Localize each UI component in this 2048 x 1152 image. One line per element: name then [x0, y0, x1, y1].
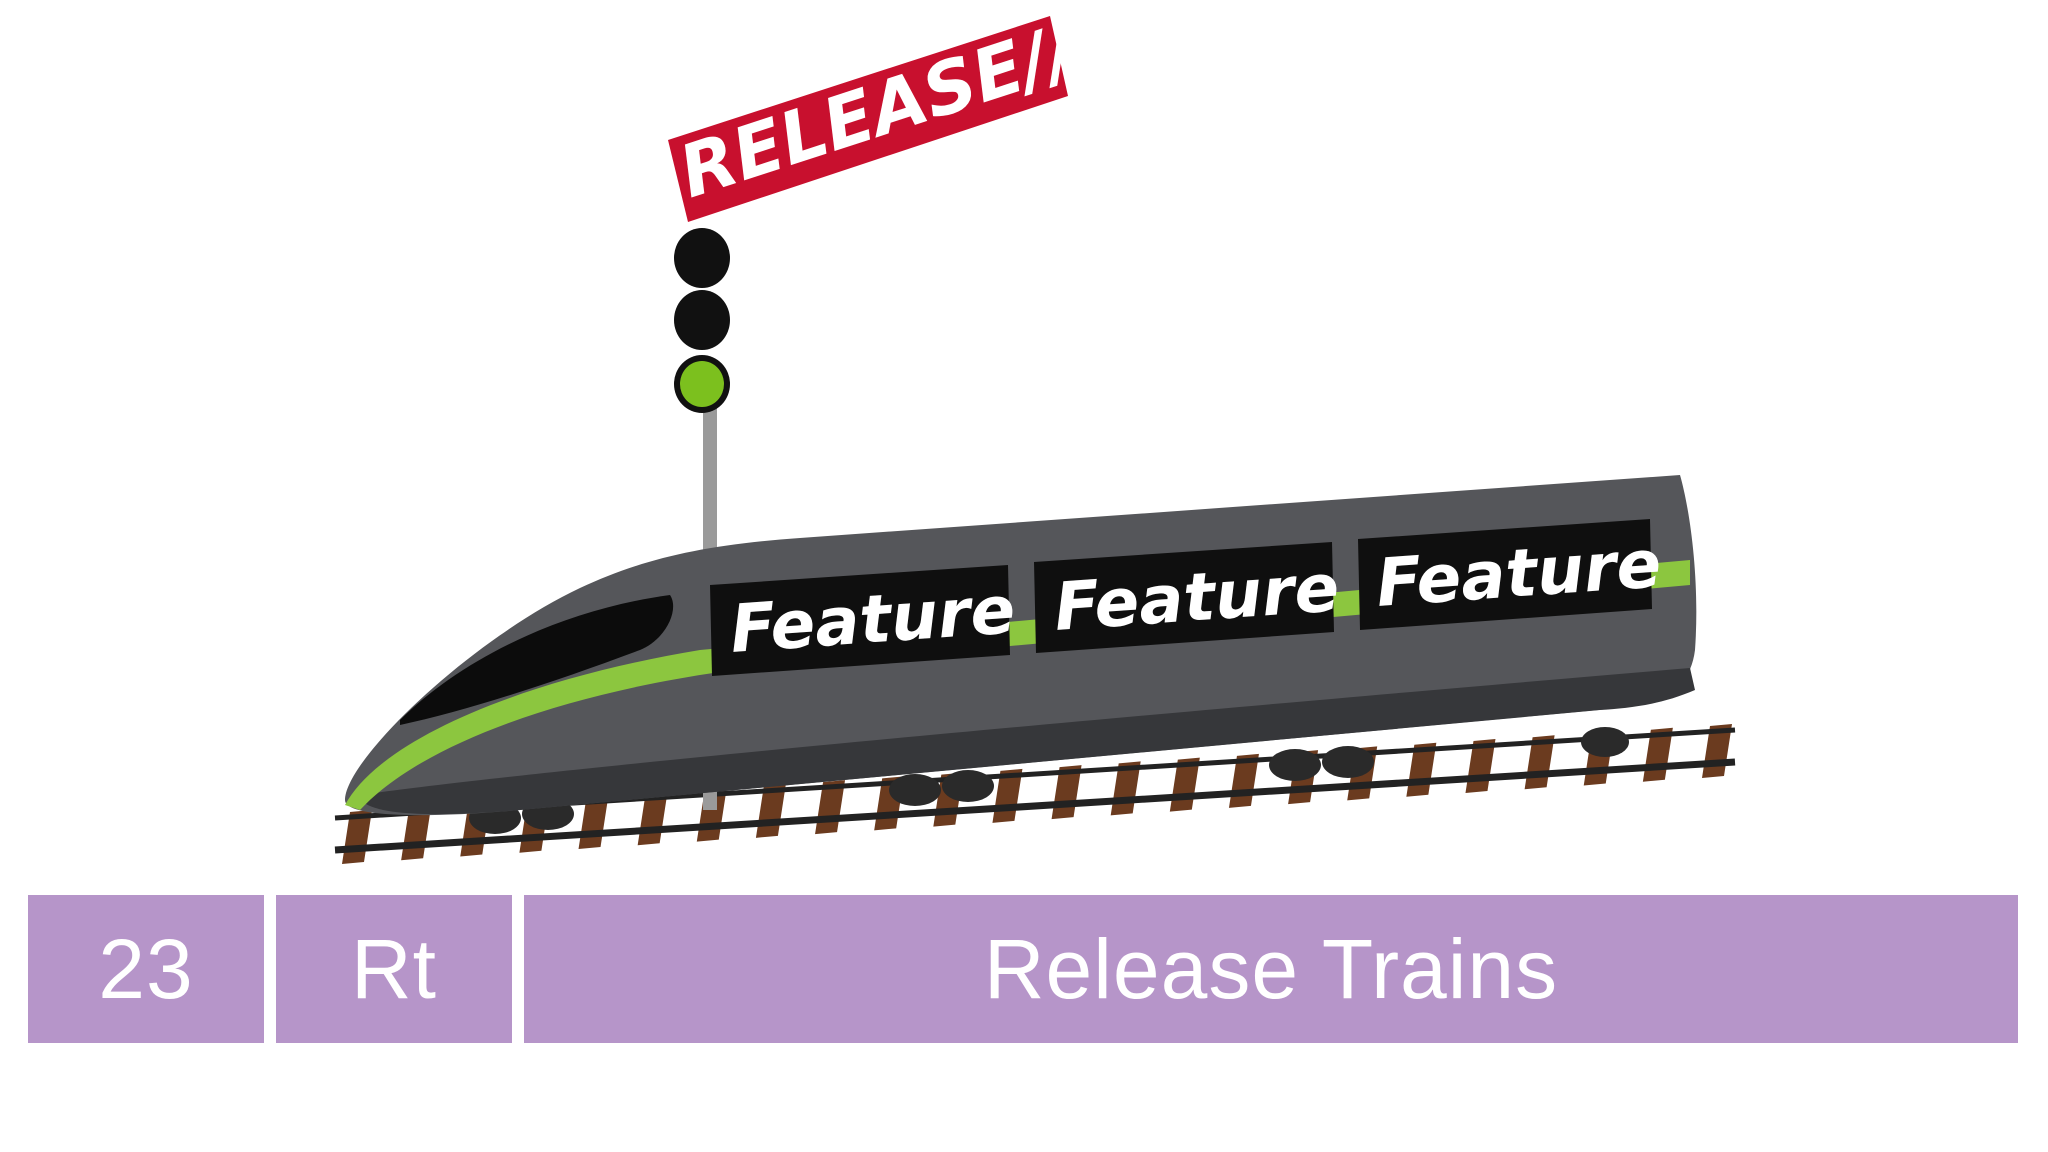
- element-label: 23 Rt Release Trains: [28, 895, 2018, 1043]
- element-number: 23: [28, 895, 264, 1043]
- element-name: Release Trains: [524, 895, 2018, 1043]
- train-car-2: Feature: [1034, 542, 1342, 653]
- release-train-illustration: RELEASE// Fea: [334, 6, 1736, 864]
- train-icon: Feature Feature Feature: [345, 475, 1697, 834]
- element-symbol: Rt: [276, 895, 512, 1043]
- train-car-1: Feature: [710, 565, 1018, 676]
- release-sign-icon: RELEASE//: [668, 6, 1090, 222]
- train-car-3: Feature: [1358, 519, 1664, 630]
- release-sign-text: RELEASE//: [669, 6, 1089, 214]
